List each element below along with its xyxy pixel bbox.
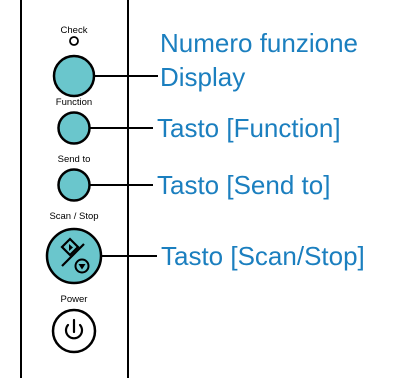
scan-start-icon bbox=[60, 237, 80, 257]
stop-icon bbox=[74, 258, 90, 274]
power-label: Power bbox=[61, 294, 88, 305]
check-label: Check bbox=[61, 25, 88, 36]
send-to-label: Send to bbox=[58, 154, 91, 165]
scan-stop-divider bbox=[61, 243, 85, 267]
panel-body bbox=[20, 0, 129, 378]
callout-display: Display bbox=[160, 62, 245, 92]
scan-stop-label: Scan / Stop bbox=[49, 211, 98, 222]
scan-stop-button[interactable] bbox=[45, 227, 103, 285]
check-led-icon bbox=[69, 36, 79, 46]
power-button[interactable] bbox=[51, 308, 97, 354]
function-label: Function bbox=[56, 97, 92, 108]
callout-tasto-function: Tasto [Function] bbox=[157, 113, 341, 143]
leader-lines bbox=[89, 75, 158, 257]
power-icon bbox=[64, 318, 84, 340]
function-button[interactable] bbox=[57, 111, 91, 145]
function-number-display bbox=[52, 54, 96, 98]
callout-numero-funzione: Numero funzione bbox=[160, 28, 358, 58]
send-to-button[interactable] bbox=[57, 168, 91, 202]
callout-tasto-send-to: Tasto [Send to] bbox=[157, 170, 330, 200]
callout-tasto-scan-stop: Tasto [Scan/Stop] bbox=[161, 241, 365, 271]
